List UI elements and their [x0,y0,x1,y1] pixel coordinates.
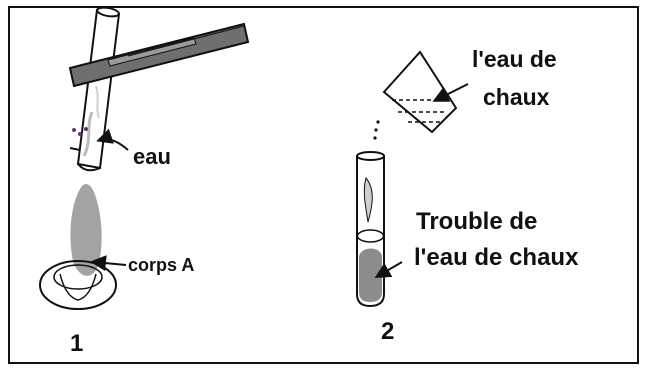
limewater-flask [382,50,469,134]
experiment-2-number: 2 [381,318,395,345]
precipitate [359,248,382,302]
experiment-1-apparatus [39,6,250,310]
experiment-1-number: 1 [70,330,84,357]
limewater-label-line2: chaux [483,84,550,110]
water-droplets [69,127,88,151]
water-label: eau [133,144,171,169]
turbid-label-line1: Trouble de [416,208,538,235]
limewater-label-line1: l'eau de [472,46,557,72]
test-tube-1 [76,6,121,172]
figure-frame [8,6,639,364]
water-pointer [96,128,129,151]
burner [39,260,117,310]
experiment-2-apparatus [356,50,469,308]
turbid-label-line2: l'eau de chaux [414,244,579,271]
body-a-pointer [90,255,127,272]
falling-drops [373,120,380,140]
test-tube-2 [356,151,403,308]
body-a-label: corps A [128,255,195,275]
flame [70,184,102,276]
tube-clamp [68,22,250,88]
